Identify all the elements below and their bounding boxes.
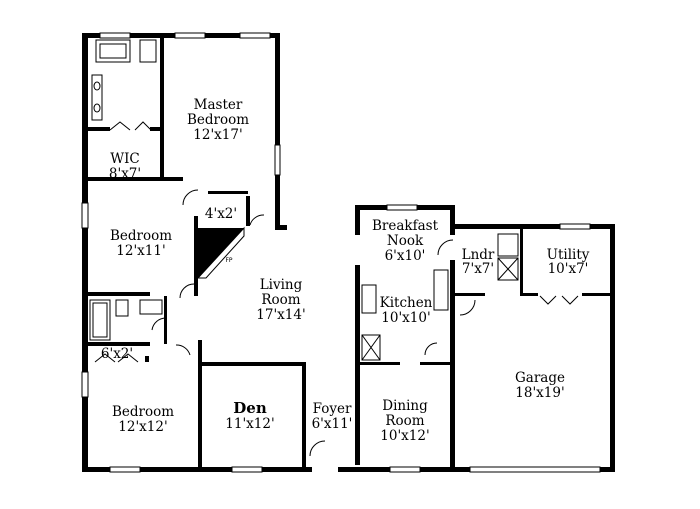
kitchen-name: Kitchen [380, 295, 433, 311]
wic-name: WIC [110, 151, 140, 167]
bedroom-lower-name: Bedroom [112, 404, 174, 420]
bedroom-upper-dims: 12'x11' [116, 243, 165, 259]
utility-name: Utility [547, 247, 590, 263]
closet-6x2-dims: 6'x2' [101, 346, 133, 362]
breakfast-nook-name-1: Breakfast [372, 218, 439, 234]
windows [81, 32, 601, 473]
garage-dims: 18'x19' [515, 385, 564, 401]
fixtures [89, 39, 519, 361]
master-bedroom-name-2: Bedroom [187, 112, 249, 128]
foyer-name: Foyer [313, 401, 352, 417]
bedroom-upper-name: Bedroom [110, 228, 172, 244]
dining-room-dims: 10'x12' [380, 428, 429, 444]
breakfast-nook-name-2: Nook [387, 233, 424, 249]
utility-dims: 10'x7' [548, 261, 589, 277]
foyer-dims: 6'x11' [312, 416, 353, 432]
laundry-name: Lndr [462, 247, 495, 263]
living-room-name-2: Room [261, 292, 300, 308]
living-room-name-1: Living [260, 277, 303, 293]
garage-name: Garage [515, 370, 565, 386]
den-dims: 11'x12' [225, 416, 274, 432]
room-labels: Master Bedroom 12'x17' WIC 8'x7' 4'x2' B… [101, 97, 590, 444]
doors [94, 121, 579, 457]
dining-room-name-1: Dining [382, 398, 428, 414]
den-name: Den [233, 399, 267, 417]
breakfast-nook-dims: 6'x10' [385, 248, 426, 264]
closet-4x2-dims: 4'x2' [205, 206, 237, 222]
fireplace-label: FP [225, 257, 232, 264]
dining-room-name-2: Room [385, 413, 424, 429]
living-room-dims: 17'x14' [256, 307, 305, 323]
kitchen-dims: 10'x10' [381, 310, 430, 326]
master-bedroom-dims: 12'x17' [193, 127, 242, 143]
bedroom-lower-dims: 12'x12' [118, 419, 167, 435]
master-bedroom-name-1: Master [194, 97, 243, 113]
laundry-dims: 7'x7' [462, 261, 494, 277]
wic-dims: 8'x7' [109, 166, 141, 182]
